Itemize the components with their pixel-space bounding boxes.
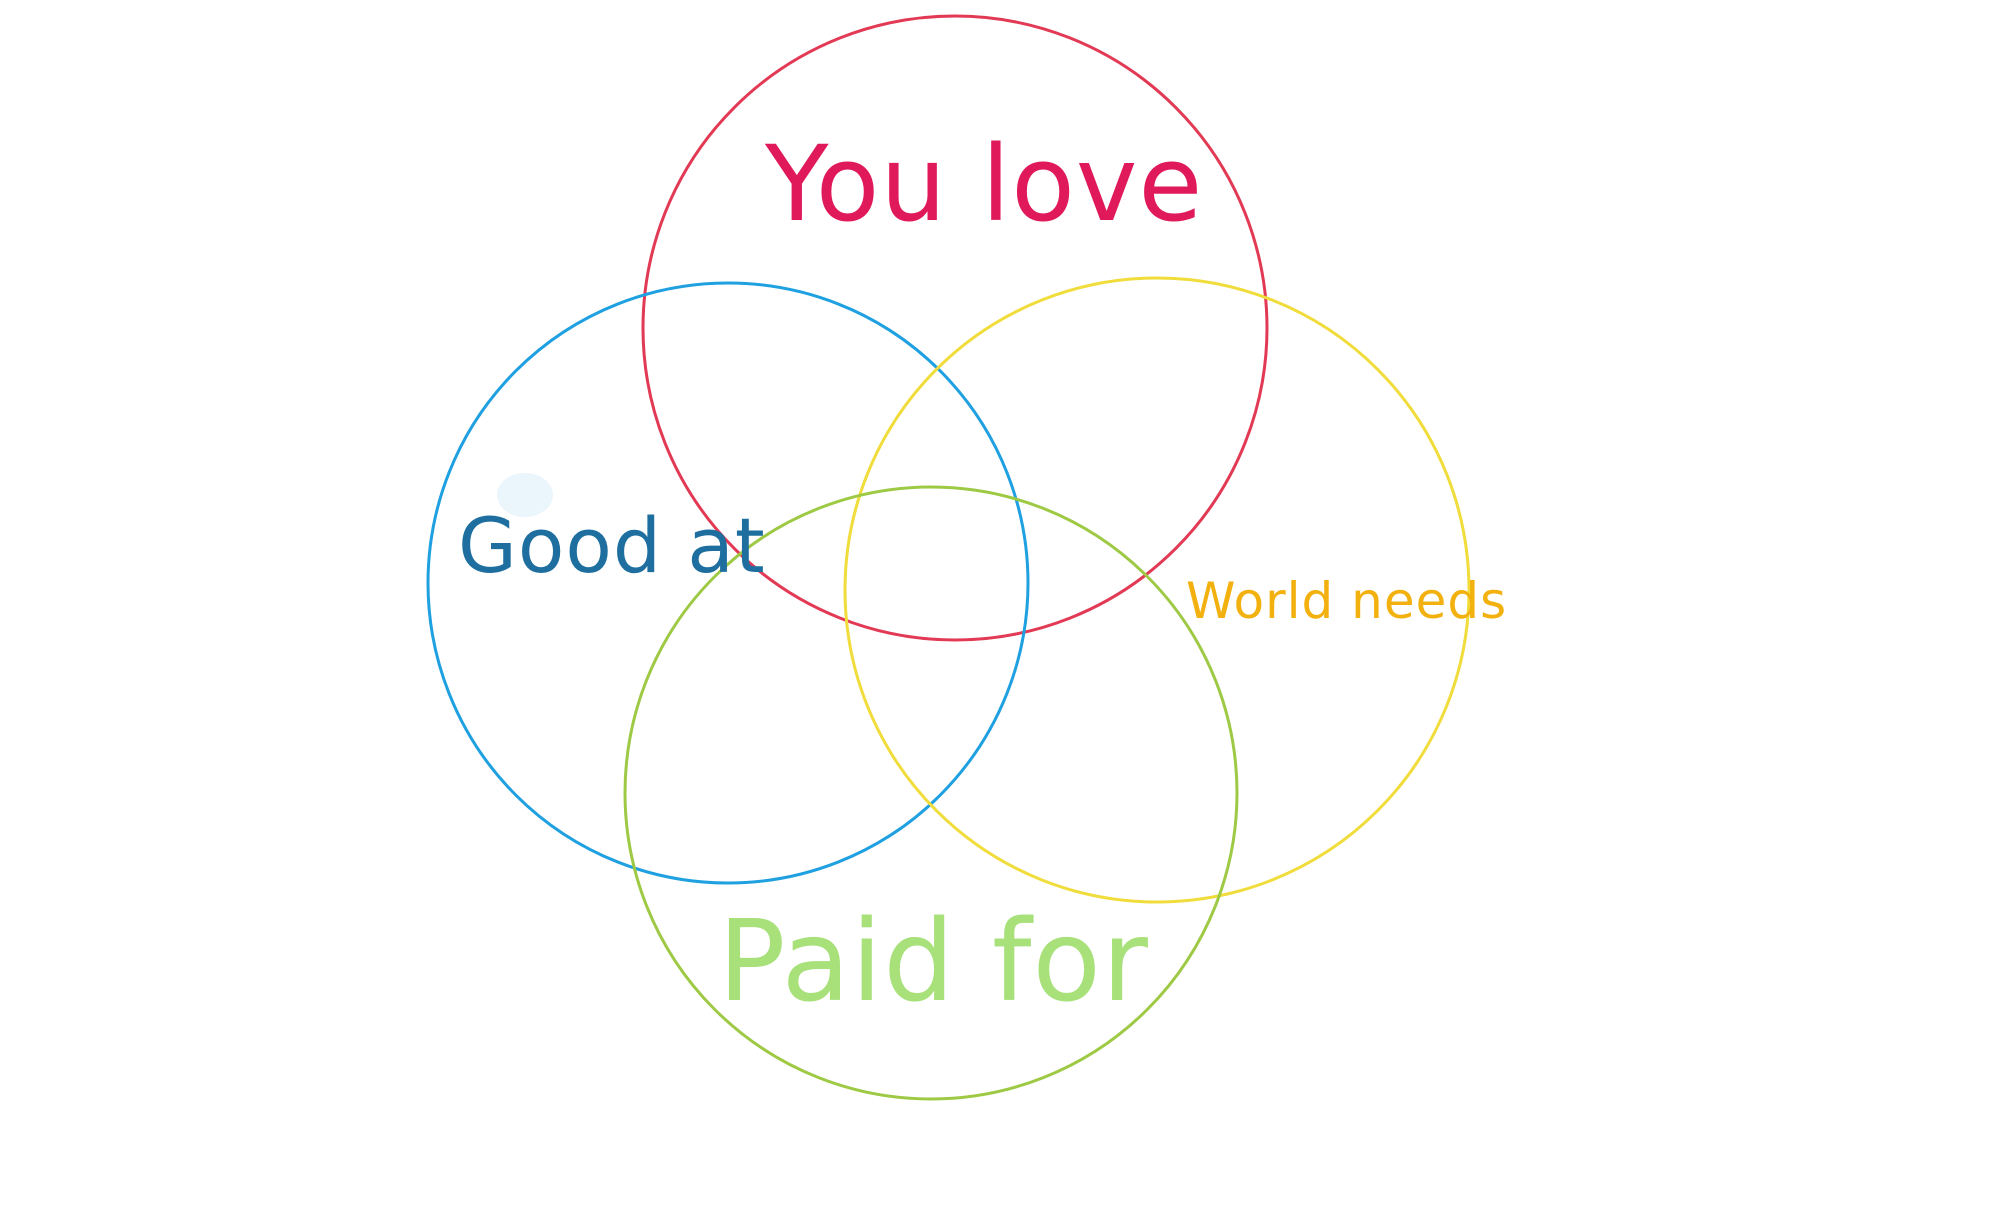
circle-paid-for (623, 485, 1239, 1101)
label-good-at: Good at (458, 501, 766, 590)
label-paid-for: Paid for (718, 897, 1149, 1027)
circle-you-love (641, 14, 1269, 642)
label-world-needs: World needs (1186, 572, 1507, 630)
circle-good-at (426, 281, 1030, 885)
label-you-love: You love (764, 123, 1203, 245)
circle-world-needs (843, 276, 1471, 904)
highlight-smudge (497, 473, 553, 517)
